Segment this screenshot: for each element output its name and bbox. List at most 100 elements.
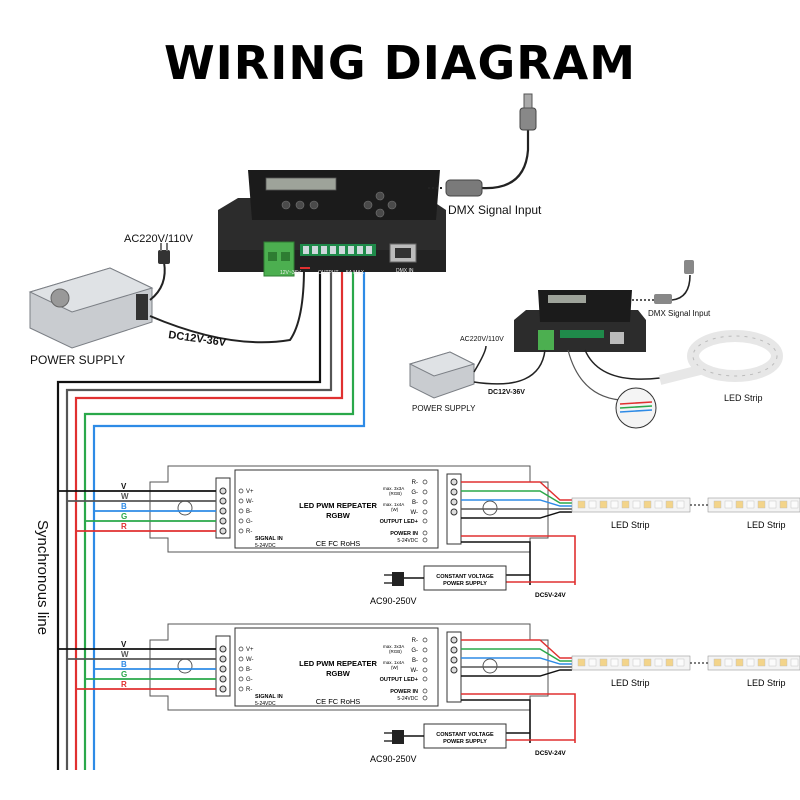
main-dmx-controller: 12V~36V OUTPUT 5A MAX DMX IN <box>218 170 446 277</box>
led-chip <box>713 658 722 667</box>
led-chip <box>643 500 652 509</box>
output-led-label: OUTPUT LED+ <box>380 677 418 683</box>
control-button[interactable] <box>281 200 291 210</box>
led-chip <box>588 658 597 667</box>
terminal-screw <box>219 527 227 535</box>
inset-xlr-connector <box>654 294 672 304</box>
led-chip <box>632 658 641 667</box>
terminal-screw <box>450 636 458 644</box>
current-rating-rgb-note: (RGB) <box>389 649 402 654</box>
input-wire-label: B <box>121 502 127 511</box>
power-in-voltage: 5-24VDC <box>397 538 418 544</box>
ac-plug-pin <box>384 574 392 576</box>
led-chip <box>779 500 788 509</box>
terminal-screw <box>450 646 458 654</box>
repeater-name: LED PWM REPEATER <box>299 659 377 668</box>
control-button[interactable] <box>375 208 385 218</box>
output-wire <box>461 490 572 504</box>
current-rating-w-note: (W) <box>391 507 399 512</box>
inset-dmx-label: DMX Signal Input <box>648 309 711 318</box>
power-in-voltage: 5-24VDC <box>397 696 418 702</box>
ac-plug-pin <box>384 740 392 742</box>
terminal-screw <box>219 497 227 505</box>
led-chip <box>724 500 733 509</box>
output-pin-label: B- <box>412 658 418 664</box>
psu-title: CONSTANT VOLTAGE <box>436 574 494 580</box>
output-wire <box>461 511 572 519</box>
ac-plug-body <box>392 572 404 586</box>
pin-marker <box>422 647 428 653</box>
terminal-screw <box>219 675 227 683</box>
terminal-screw <box>219 487 227 495</box>
bus-wire-b <box>92 268 366 770</box>
repeater-label-panel <box>234 469 439 549</box>
input-pin-label: W- <box>246 499 254 505</box>
led-chip <box>724 658 733 667</box>
bus-wire-r <box>74 268 344 770</box>
current-rating-w: max. 1x4A <box>383 660 404 665</box>
pin-marker <box>422 499 428 505</box>
pin-marker <box>238 656 244 662</box>
output-pin-label: R- <box>412 480 418 486</box>
led-chip <box>676 500 685 509</box>
pin-marker <box>422 518 428 524</box>
led-chip <box>665 658 674 667</box>
ac-input-label: AC90-250V <box>370 754 417 764</box>
terminal-output-label: OUTPUT <box>318 270 339 276</box>
ac-cable <box>149 261 166 301</box>
terminal-screw <box>450 478 458 486</box>
terminal-power-label: 12V~36V <box>280 270 301 276</box>
repeater-model: RGBW <box>326 511 351 520</box>
led-chip <box>643 658 652 667</box>
control-button[interactable] <box>387 200 397 210</box>
control-button[interactable] <box>295 200 305 210</box>
certification-marks: CE FC RoHS <box>316 697 361 706</box>
led-chip <box>790 500 799 509</box>
led-chip <box>790 658 799 667</box>
input-wire-label: G <box>121 670 127 679</box>
control-button[interactable] <box>309 200 319 210</box>
terminal-screw <box>219 507 227 515</box>
output-pin-label: B- <box>412 500 418 506</box>
input-pin-label: B- <box>246 509 252 515</box>
input-wire-label: V <box>121 640 127 649</box>
pin-marker <box>238 498 244 504</box>
input-pin-label: W- <box>246 657 254 663</box>
power-supply-label: POWER SUPPLY <box>30 353 125 367</box>
pin-marker <box>238 528 244 534</box>
led-chip <box>577 500 586 509</box>
signal-in-label: SIGNAL IN <box>255 694 283 700</box>
synchronous-bus-wires <box>56 268 366 770</box>
psu-title: CONSTANT VOLTAGE <box>436 732 494 738</box>
terminal-screw <box>450 498 458 506</box>
control-button[interactable] <box>363 200 373 210</box>
control-button[interactable] <box>375 191 385 201</box>
output-pin-label: G- <box>411 648 418 654</box>
led-chip <box>757 500 766 509</box>
power-in-label: POWER IN <box>390 689 418 695</box>
power-in-label: POWER IN <box>390 531 418 537</box>
terminal-screw <box>219 655 227 663</box>
led-chip <box>746 500 755 509</box>
pin-marker <box>422 667 428 673</box>
synchronous-line-label: Synchronous line <box>34 520 51 635</box>
current-rating-rgb: max. 3x3A <box>383 486 404 491</box>
repeater-label-panel <box>234 627 439 707</box>
inset-power-supply <box>408 351 476 399</box>
current-rating-w: max. 1x4A <box>383 502 404 507</box>
input-pin-label: B- <box>246 667 252 673</box>
main-power-supply <box>28 267 154 349</box>
terminal-max-label: 5A MAX <box>346 270 365 276</box>
input-pin-label: G- <box>246 519 253 525</box>
signal-voltage-label: 5-24VDC <box>255 701 276 707</box>
output-pin-label: R- <box>412 638 418 644</box>
xlr-plug-top <box>519 107 537 131</box>
output-pin-label: W- <box>410 510 418 516</box>
input-wire-label: B <box>121 660 127 669</box>
led-chip <box>768 500 777 509</box>
fan-grille <box>50 288 70 308</box>
led-chip <box>621 500 630 509</box>
inset-strip-label: LED Strip <box>724 393 763 403</box>
